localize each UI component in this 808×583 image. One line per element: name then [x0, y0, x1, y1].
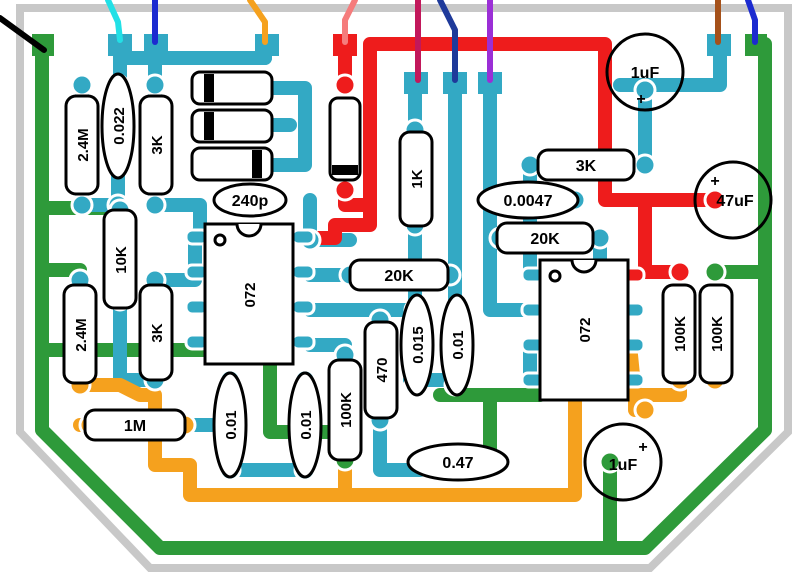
ic-right: 072: [520, 258, 646, 402]
label-c-1uf-bot-plus: +: [638, 439, 647, 456]
label-c-00047: 0.0047: [504, 193, 553, 210]
cap-0015: [399, 293, 435, 397]
cap-001-a: [212, 371, 248, 479]
ic-left-label: 072: [242, 282, 259, 307]
label-r-20k-mid: 20K: [384, 268, 414, 285]
cap-1uf-bot: [583, 422, 663, 502]
label-r-20k-right: 20K: [530, 231, 560, 248]
cap-240p: [212, 182, 288, 218]
label-c-1uf-bot: 1uF: [609, 457, 638, 474]
resistor-100k-c: [698, 283, 734, 385]
label-r-100k-a: 100K: [338, 392, 355, 428]
resistor-3k-top: [138, 94, 174, 196]
label-c-47uf-plus: +: [710, 173, 719, 190]
label-r-3k-top: 3K: [149, 135, 166, 154]
resistors: [62, 94, 734, 462]
label-r-470: 470: [374, 357, 391, 382]
ic-left: 072: [184, 222, 316, 366]
cap-0022: [100, 72, 136, 180]
label-r-100k-b: 100K: [672, 316, 689, 352]
resistor-470: [363, 320, 399, 420]
label-r-3k-bot: 3K: [149, 323, 166, 342]
label-c-1uf-top: 1uF: [631, 65, 660, 82]
diode-4: [328, 96, 362, 182]
film-caps: [100, 72, 580, 482]
label-r-10k: 10K: [113, 246, 130, 274]
label-c-240p: 240p: [232, 193, 269, 210]
diodes: [190, 70, 362, 182]
resistor-2m4-bot: [62, 283, 98, 385]
resistor-100k-b: [661, 283, 697, 385]
resistor-100k-a: [327, 358, 363, 462]
cap-047: [406, 442, 510, 482]
resistor-2m4-top: [64, 94, 100, 196]
label-r-2m4-bot: 2.4M: [73, 318, 90, 351]
cap-1uf-top: [605, 32, 685, 112]
label-c-001-b: 0.01: [298, 410, 315, 439]
label-c-001-c: 0.01: [450, 330, 467, 359]
wires: [0, 0, 758, 83]
label-r-1k: 1K: [409, 169, 426, 188]
label-c-047: 0.47: [442, 455, 473, 472]
resistor-1m: [83, 408, 187, 442]
label-r-1m: 1M: [124, 418, 146, 435]
label-r-100k-c: 100K: [709, 316, 726, 352]
label-c-1uf-top-plus: +: [636, 91, 645, 108]
label-c-001-a: 0.01: [223, 410, 240, 439]
ic-right-label: 072: [577, 317, 594, 342]
electrolytic-caps: [583, 32, 773, 502]
label-c-0015: 0.015: [410, 326, 427, 364]
cap-001-c: [439, 293, 475, 397]
label-c-0022: 0.022: [111, 107, 128, 145]
cap-00047: [476, 180, 580, 220]
resistor-1k: [398, 130, 434, 228]
label-c-47uf: 47uF: [716, 193, 754, 210]
cap-001-b: [287, 371, 323, 479]
label-r-2m4-top: 2.4M: [75, 128, 92, 161]
resistor-20k-mid: [348, 258, 450, 292]
cap-47uf: [693, 160, 773, 240]
resistor-20k-right: [495, 221, 595, 255]
resistor-3k-right: [536, 148, 636, 182]
resistor-10k: [102, 208, 138, 310]
label-r-3k-right: 3K: [576, 158, 597, 175]
component-labels: 2.4M 0.022 3K 240p 10K 2.4M 3K 1M 0.01 0…: [73, 65, 754, 474]
resistor-3k-bot: [138, 283, 174, 382]
